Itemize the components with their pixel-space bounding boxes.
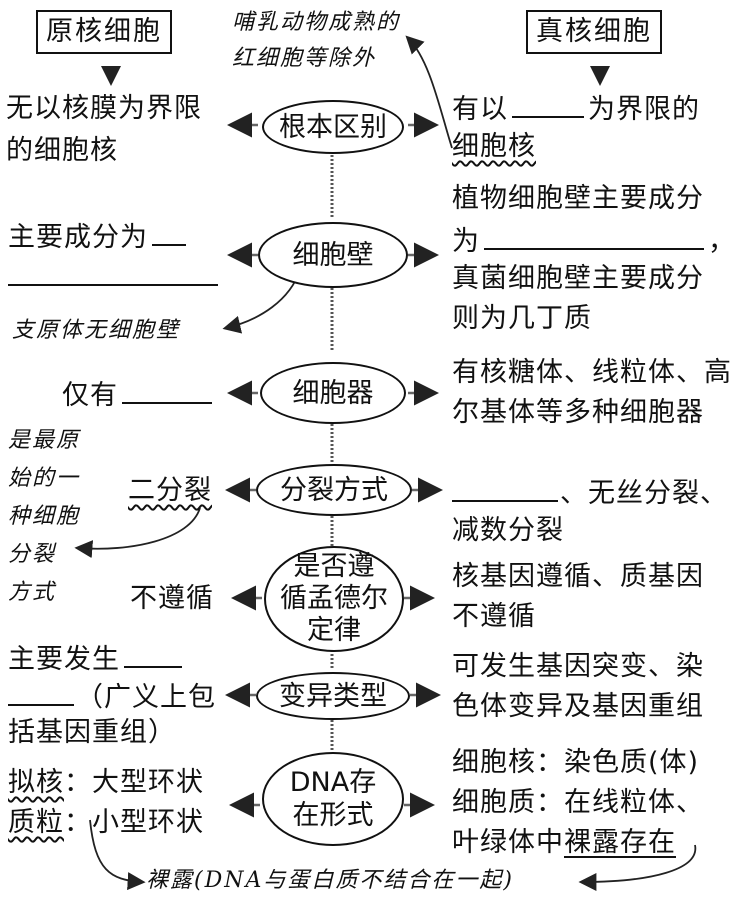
oval-dna-form-line1: DNA存 — [289, 767, 377, 798]
r4-left-line1: 二分裂 — [128, 475, 212, 506]
r2-right-line2-comma: ， — [708, 226, 736, 257]
r6-left-line2: （广义上包 — [8, 678, 216, 715]
r2-blank-c — [484, 222, 704, 250]
r2-right-line4: 则为几丁质 — [452, 303, 592, 334]
r1-left-line1: 无以核膜为界限 — [6, 93, 202, 124]
r7-right-line3b: 裸露存在 — [564, 827, 676, 858]
r3-left-line1: 仅有 — [62, 376, 216, 413]
r7-left-line2-desc: ：小型环状 — [64, 807, 204, 838]
r2-note: 支原体无细胞壁 — [12, 318, 181, 343]
oval-organelles-label: 细胞器 — [292, 377, 374, 409]
r5-right-line1: 核基因遵循、质基因 — [452, 561, 704, 592]
oval-variation-type-label: 变异类型 — [279, 680, 387, 712]
r6-right-line2: 色体变异及基因重组 — [452, 691, 704, 722]
r2-left-line1-text: 主要成分为 — [8, 222, 148, 253]
bottom-note-right-arrow — [578, 844, 697, 891]
r7-right-line2: 细胞质：在线粒体、 — [452, 787, 704, 818]
oval-division-method-label: 分裂方式 — [280, 474, 388, 506]
oval-dna-form: DNA存 在形式 — [262, 752, 404, 846]
top-note-arrow — [405, 35, 453, 149]
r2-right-line2-text: 为 — [452, 226, 480, 257]
r6-left-line1: 主要发生 — [8, 640, 186, 677]
r2-left-line2 — [8, 258, 218, 295]
r1-right-line1a: 有以 — [452, 94, 508, 125]
r4-right-line2: 减数分裂 — [452, 515, 564, 546]
r2-right-line3: 真菌细胞壁主要成分 — [452, 263, 704, 294]
top-note-line2: 红细胞等除外 — [232, 46, 377, 71]
r3-right-line1: 有核糖体、线粒体、高 — [452, 357, 732, 388]
r4-note-1: 是最原 — [8, 428, 81, 453]
r2-blank-a — [152, 218, 186, 246]
r7-right-line3: 叶绿体中裸露存在 — [452, 826, 676, 860]
bottom-note-left-arrow — [89, 819, 146, 891]
oval-variation-type: 变异类型 — [256, 672, 410, 720]
r2-right-line2: 为， — [452, 222, 736, 259]
bottom-note: 裸露(DNA与蛋白质不结合在一起) — [146, 868, 514, 893]
oval-dna-form-line2: 在形式 — [292, 800, 374, 831]
r6-left-line3: 括基因重组） — [8, 717, 176, 748]
eukaryote-header: 真核细胞 — [526, 10, 662, 54]
r2-right-line1: 植物细胞壁主要成分 — [452, 183, 704, 214]
r3-right-line2: 尔基体等多种细胞器 — [452, 397, 704, 428]
r1-left-line2: 的细胞核 — [6, 135, 118, 166]
r7-right-line3a: 叶绿体中 — [452, 827, 564, 858]
oval-mendel-line1: 是否遵 — [293, 551, 375, 582]
oval-mendel-line3: 定律 — [307, 615, 361, 646]
r5-left-line1: 不遵循 — [130, 583, 214, 614]
oval-fundamental-difference-label: 根本区别 — [279, 111, 387, 143]
oval-organelles: 细胞器 — [260, 362, 406, 424]
r6-blank-b — [8, 678, 74, 706]
side-arrows — [225, 112, 443, 818]
r1-right-line1: 有以 为界限的 — [452, 90, 700, 127]
r7-right-line1: 细胞核：染色质(体) — [452, 747, 700, 778]
oval-mendel: 是否遵 循孟德尔 定律 — [264, 546, 404, 652]
r7-left-line1-term: 拟核 — [8, 767, 64, 798]
r4-note-4: 分裂 — [8, 542, 57, 567]
r7-left-line2-term: 质粒 — [8, 807, 64, 838]
prokaryote-header: 原核细胞 — [36, 10, 172, 54]
r1-right-line1b: 为界限的 — [588, 94, 700, 125]
oval-division-method: 分裂方式 — [256, 464, 412, 516]
r2-blank-b — [8, 258, 218, 286]
r4-right-line1-text: 、无丝分裂、 — [560, 478, 728, 509]
r3-blank — [122, 376, 212, 404]
r6-right-line1: 可发生基因突变、染 — [452, 651, 704, 682]
r7-left-line2: 质粒：小型环状 — [8, 806, 204, 840]
r2-left-line1: 主要成分为 — [8, 218, 190, 255]
r6-left-line1-text: 主要发生 — [8, 644, 120, 675]
r4-note-3: 种细胞 — [8, 504, 81, 529]
r1-blank — [512, 90, 584, 118]
r7-left-line1-desc: ：大型环状 — [64, 767, 204, 798]
oval-fundamental-difference: 根本区别 — [262, 100, 404, 154]
division-note-arrow — [74, 507, 201, 559]
r7-left-line1: 拟核：大型环状 — [8, 766, 204, 800]
top-note-line1: 哺乳动物成熟的 — [232, 10, 401, 35]
oval-cell-wall: 细胞壁 — [258, 222, 408, 288]
r5-right-line2: 不遵循 — [452, 601, 536, 632]
r4-note-2: 始的一 — [8, 466, 81, 491]
r1-right-line2: 细胞核 — [452, 131, 536, 162]
r6-blank-a — [124, 640, 182, 668]
r4-right-line1: 、无丝分裂、 — [452, 474, 728, 511]
oval-cell-wall-label: 细胞壁 — [292, 239, 374, 271]
oval-mendel-line2: 循孟德尔 — [280, 583, 388, 614]
r6-left-line2-text: （广义上包 — [76, 682, 216, 713]
r4-note-5: 方式 — [8, 580, 57, 605]
r3-left-line1-text: 仅有 — [62, 380, 118, 411]
r4-blank — [452, 474, 558, 502]
